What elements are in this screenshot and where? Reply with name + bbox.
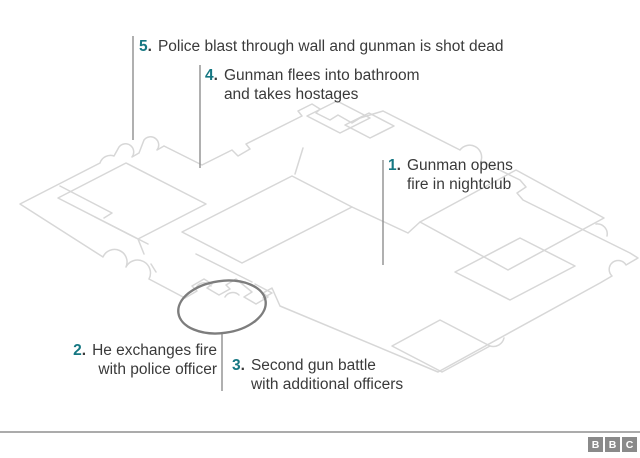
bbc-logo-block: B [588,437,603,452]
step-label-5: 5. Police blast through wall and gunman … [139,37,503,56]
bbc-logo-block: B [605,437,620,452]
step-text-line: Second gun battle [250,357,376,374]
step-text-line: He exchanges fire [92,342,217,359]
step-text-line: Gunman flees into bathroom [223,67,420,84]
step-text-line: with police officer [98,361,217,378]
step-number: 3. [232,357,245,374]
step-label-3: 3. Second gun battle with additional off… [232,356,403,394]
step-label-1: 1. Gunman opens fire in nightclub [388,156,513,194]
step-text-line: fire in nightclub [406,176,512,193]
floorplan-rooms [57,100,605,373]
bbc-logo: B B C [588,437,637,452]
step-text-line: Police blast through wall and gunman is … [157,38,504,55]
floorplan-outer-walls [19,103,639,373]
bbc-logo-block: C [622,437,637,452]
step-text-line: Gunman opens [406,157,513,174]
step-number: 2. [73,342,87,359]
step-number: 1. [388,157,401,174]
step-text-line: with additional officers [250,376,404,393]
step-label-4: 4. Gunman flees into bathroom and takes … [205,66,420,104]
step-label-2: 2. He exchanges fire with police officer [73,341,217,379]
footer-divider [0,431,640,433]
step-number: 4. [205,67,218,84]
floorplan-interior-walls [59,147,608,348]
highlight-ellipse [177,279,267,335]
step-number: 5. [139,38,152,55]
step-text-line: and takes hostages [223,86,359,103]
